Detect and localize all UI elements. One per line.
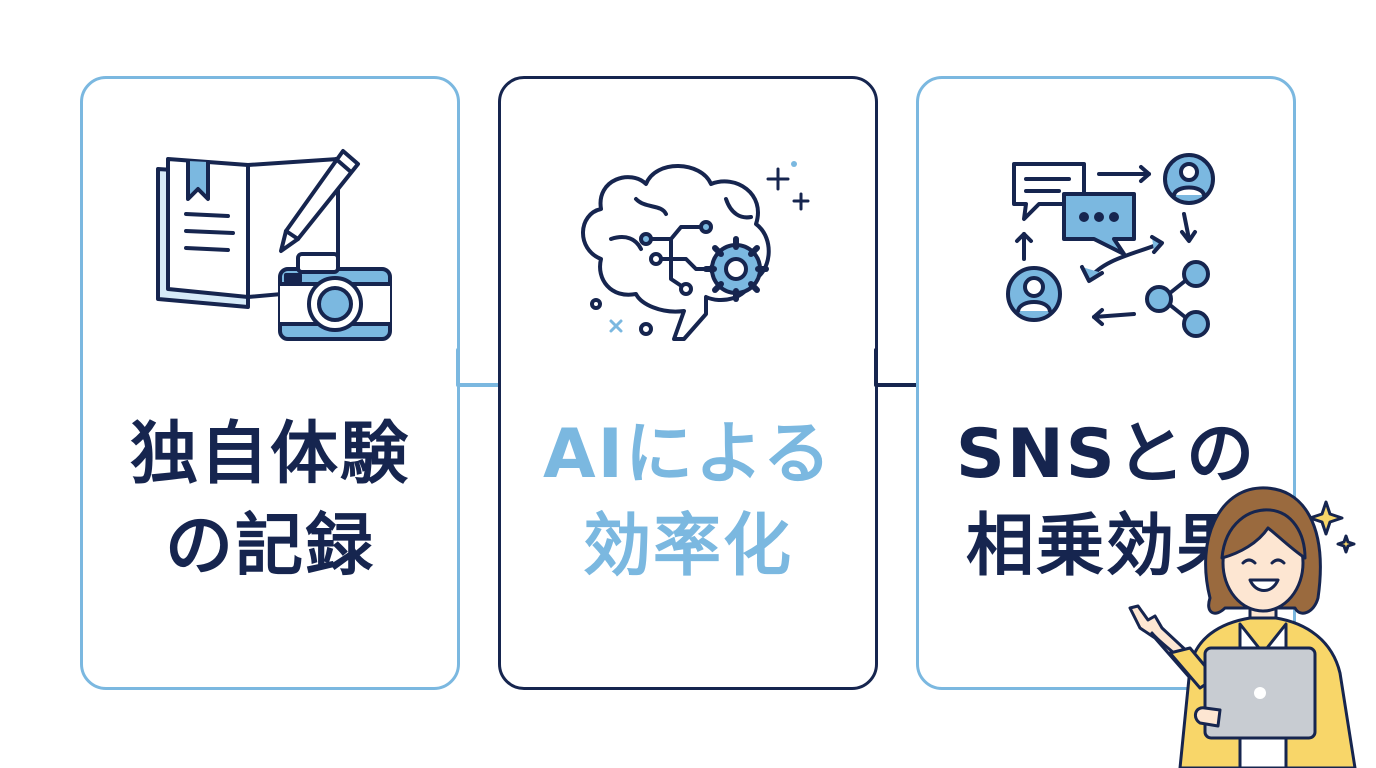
step-title-3-line-1: SNSとの bbox=[955, 415, 1257, 494]
step-card-2: AIによる 効率化 bbox=[498, 76, 878, 690]
step-title-2-line-2: 効率化 bbox=[582, 507, 793, 586]
step-title-1-line-1: 独自体験 bbox=[129, 415, 410, 494]
step-title-1: 独自体験 の記録 bbox=[83, 409, 457, 593]
step-title-2-line-1: AIによる bbox=[543, 415, 833, 494]
step-title-1-line-2: の記録 bbox=[164, 507, 375, 586]
ai-brain-icon bbox=[581, 161, 810, 341]
step-card-3: SNSとの 相乗効果 bbox=[916, 76, 1296, 690]
step-title-3-line-2: 相乗効果 bbox=[965, 507, 1246, 586]
sparkle-icon bbox=[1336, 534, 1356, 554]
step-card-1: 独自体験 の記録 bbox=[80, 76, 460, 690]
step-title-3: SNSとの 相乗効果 bbox=[919, 409, 1293, 593]
step-title-2: AIによる 効率化 bbox=[501, 409, 875, 593]
sparkle-icon bbox=[1308, 500, 1344, 536]
social-share-icon bbox=[1006, 153, 1215, 338]
journal-camera-icon bbox=[156, 149, 392, 341]
presenter-woman-illustration bbox=[1128, 486, 1357, 768]
